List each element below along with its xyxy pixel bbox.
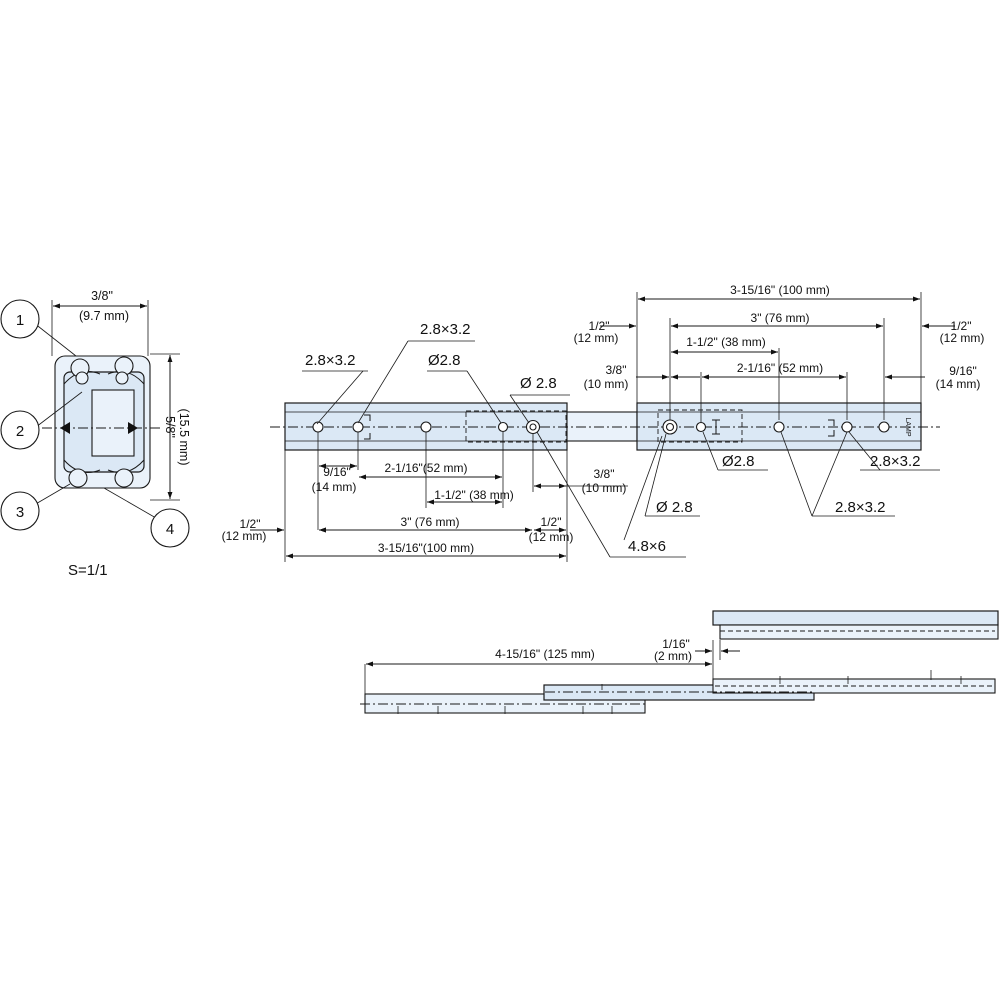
dim-3-8-right-in: 3/8" bbox=[606, 363, 627, 377]
dim-9-16-left-mm: (14 mm) bbox=[312, 480, 357, 494]
ball-bearing-bottom-right bbox=[114, 468, 134, 488]
scale-note: S=1/1 bbox=[68, 562, 108, 579]
callout-2 bbox=[0, 410, 40, 450]
brand-mark: LAMP bbox=[904, 417, 911, 436]
dim-1-2-right-r-in: 1/2" bbox=[951, 319, 972, 333]
section-width-in: 3/8" bbox=[91, 289, 113, 303]
dim-3-8-left-mm: (10 mm) bbox=[582, 481, 627, 495]
section-width-mm: (9.7 mm) bbox=[79, 309, 129, 323]
dim-3-8-right-mm: (10 mm) bbox=[584, 377, 629, 391]
callout-1 bbox=[0, 299, 40, 339]
dim-3-15-16-left: 3-15/16"(100 mm) bbox=[378, 541, 474, 555]
label-dia-left: Ø2.8 bbox=[428, 352, 461, 369]
section-height-in: 5/8" bbox=[163, 416, 177, 438]
ball-bearing-bottom-left bbox=[68, 468, 88, 488]
dim-2-1-16-right: 2-1/16" (52 mm) bbox=[737, 361, 823, 375]
section-height-mm: (15.5 mm) bbox=[177, 409, 191, 466]
label-slot-right-2: 2.8×3.2 bbox=[835, 499, 885, 516]
dim-1-2-right-r-mm: (12 mm) bbox=[940, 331, 985, 345]
cross-section-view: 3/8" (9.7 mm) 5/8" (15.5 mm) 1 2 3 4 S=1… bbox=[0, 289, 191, 579]
extended-side-view: 4-15/16" (125 mm) 1/16" (2 mm) bbox=[360, 610, 999, 714]
label-slot-4-8x6: 4.8×6 bbox=[628, 538, 666, 555]
dim-1-2-mid-in: 1/2" bbox=[541, 515, 562, 529]
hole-mid-1 bbox=[497, 421, 509, 433]
label-dia-mid: Ø 2.8 bbox=[520, 375, 557, 392]
hole-slot-left-2 bbox=[352, 421, 364, 433]
dim-gap-in: 1/16" bbox=[662, 637, 690, 651]
dim-1-2-right-l-in: 1/2" bbox=[589, 319, 610, 333]
ball-bearing-inner-right bbox=[115, 371, 129, 385]
dim-1-1-2-right: 1-1/2" (38 mm) bbox=[686, 335, 766, 349]
dim-1-2-mid-mm: (12 mm) bbox=[529, 530, 574, 544]
stop-tab-right bbox=[712, 419, 720, 435]
dim-1-2-right-l-mm: (12 mm) bbox=[574, 331, 619, 345]
hole-right-1 bbox=[695, 421, 707, 433]
hole-right-4 bbox=[878, 421, 890, 433]
callout-1-label: 1 bbox=[16, 312, 24, 329]
dim-gap-mm: (2 mm) bbox=[654, 649, 692, 663]
label-dia-right: Ø2.8 bbox=[722, 453, 755, 470]
dim-9-16-right-mm: (14 mm) bbox=[936, 377, 981, 391]
callout-3 bbox=[0, 491, 40, 531]
dim-3-8-left-in: 3/8" bbox=[594, 467, 615, 481]
slot-inner bbox=[665, 422, 675, 432]
hole-right-3 bbox=[841, 421, 853, 433]
dim-9-16-left-in: 9/16" bbox=[323, 465, 351, 479]
dim-1-2-left-mm: (12 mm) bbox=[222, 529, 267, 543]
dim-3-left: 3" (76 mm) bbox=[401, 515, 460, 529]
stop-tab-left bbox=[364, 414, 371, 440]
ball-bearing-inner-left bbox=[75, 371, 89, 385]
detached-rail-bottom bbox=[719, 624, 999, 640]
dim-extension: 4-15/16" (125 mm) bbox=[495, 647, 595, 661]
label-slot-right-1: 2.8×3.2 bbox=[870, 453, 920, 470]
dim-3-15-16-right: 3-15/16" (100 mm) bbox=[730, 283, 830, 297]
dim-9-16-right-in: 9/16" bbox=[949, 364, 977, 378]
dim-1-1-2-left: 1-1/2" (38 mm) bbox=[434, 488, 514, 502]
center-mark-left bbox=[60, 422, 70, 434]
callout-4 bbox=[150, 508, 190, 548]
label-slot-left-1: 2.8×3.2 bbox=[305, 352, 355, 369]
hidden-inner-outline bbox=[465, 410, 567, 443]
hidden-carriage-outline bbox=[657, 409, 743, 443]
hole-slot-left-1 bbox=[312, 421, 324, 433]
callout-4-label: 4 bbox=[166, 521, 174, 538]
callout-3-label: 3 bbox=[16, 504, 24, 521]
inner-rail-extension bbox=[566, 411, 638, 442]
section-inner-rail bbox=[91, 389, 135, 457]
dim-3-right: 3" (76 mm) bbox=[751, 311, 810, 325]
detached-rail-top bbox=[712, 610, 999, 626]
label-slot-left-2: 2.8×3.2 bbox=[420, 321, 470, 338]
hole-mid-2-inner bbox=[529, 423, 537, 431]
hole-right-2 bbox=[773, 421, 785, 433]
dim-1-2-left-in: 1/2" bbox=[240, 517, 261, 531]
callout-2-label: 2 bbox=[16, 423, 24, 440]
hole-dia-left bbox=[420, 421, 432, 433]
center-mark-right bbox=[128, 422, 138, 434]
label-dia-right-2: Ø 2.8 bbox=[656, 499, 693, 516]
stop-tab-right-2 bbox=[828, 419, 835, 437]
slide-plan-view: LAMP 2.8×3.2 2.8×3.2 Ø2.8 Ø 2.8 9/16" (1… bbox=[222, 283, 985, 562]
dim-2-1-16-left: 2-1/16"(52 mm) bbox=[385, 461, 468, 475]
